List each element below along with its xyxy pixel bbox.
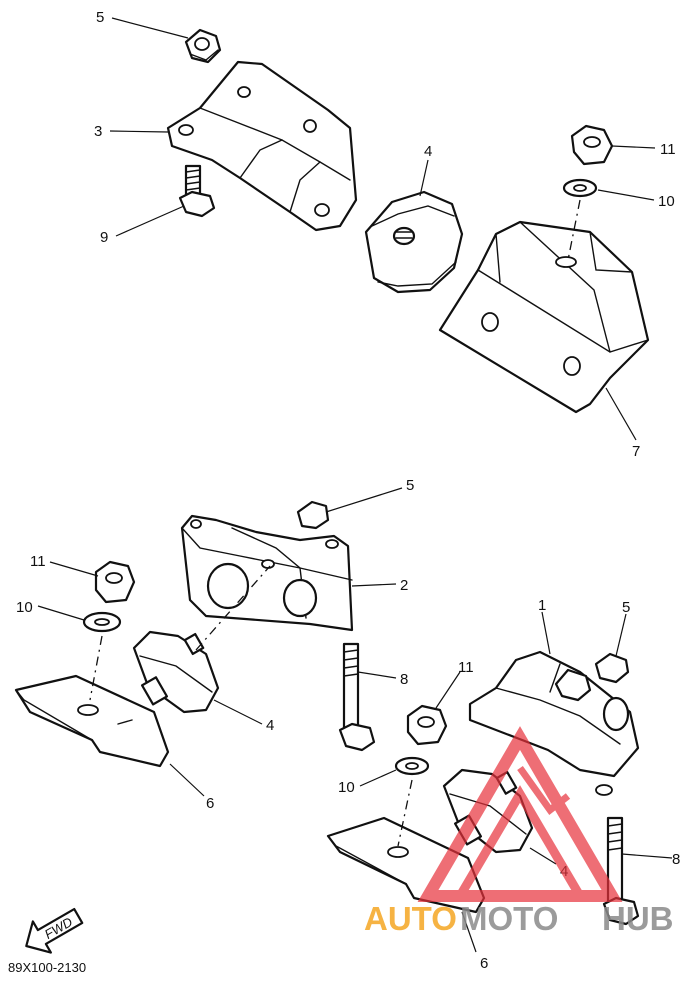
callout-10-left: 10 bbox=[16, 599, 33, 616]
bracket-part-7 bbox=[438, 220, 650, 414]
callout-11-top: 11 bbox=[660, 141, 676, 158]
callout-3: 3 bbox=[94, 123, 102, 140]
diagram-code: 89X100-2130 bbox=[8, 960, 86, 975]
bolt-part-8-right bbox=[602, 816, 640, 926]
watermark-text-hub: HUB bbox=[602, 900, 674, 937]
callout-5-middle: 5 bbox=[406, 477, 414, 494]
callout-4-left: 4 bbox=[266, 717, 274, 734]
callout-8-left: 8 bbox=[400, 671, 408, 688]
bracket-part-2 bbox=[180, 514, 354, 632]
bolt-part-8-left bbox=[338, 642, 376, 752]
plate-part-6-bottom bbox=[326, 816, 486, 914]
nut-part-5-middle bbox=[296, 500, 330, 530]
callout-8-right: 8 bbox=[672, 851, 680, 868]
plate-part-6-left bbox=[14, 674, 170, 768]
callout-leaders bbox=[37, 17, 673, 953]
callout-10-top: 10 bbox=[658, 193, 675, 210]
callout-11-bottom: 11 bbox=[458, 659, 474, 676]
assembly-lines bbox=[89, 199, 581, 847]
engine-mount-part-4-top bbox=[364, 190, 464, 294]
callout-11-left: 11 bbox=[30, 553, 46, 570]
callout-5-top: 5 bbox=[96, 9, 104, 26]
forward-arrow-icon: FWD bbox=[25, 907, 84, 954]
callout-4-top: 4 bbox=[424, 143, 432, 160]
callout-6-left: 6 bbox=[206, 795, 214, 812]
washer-part-10-left bbox=[82, 611, 122, 633]
bracket-part-3 bbox=[166, 60, 358, 232]
callout-1: 1 bbox=[538, 597, 546, 614]
washer-part-10-bottom bbox=[394, 756, 430, 776]
bracket-part-1 bbox=[468, 650, 640, 796]
nut-part-5-top bbox=[184, 28, 222, 64]
watermark-text-auto: AUTO bbox=[364, 900, 457, 937]
bolt-part-9 bbox=[178, 164, 216, 218]
watermark-logo: AUTO MOTO HUB bbox=[364, 726, 674, 937]
watermark-triangle-icon bbox=[417, 726, 623, 902]
callout-10-bottom: 10 bbox=[338, 779, 355, 796]
washer-part-10-top bbox=[562, 178, 598, 198]
callout-2: 2 bbox=[400, 577, 408, 594]
callout-9: 9 bbox=[100, 229, 108, 246]
callout-5-right: 5 bbox=[622, 599, 630, 616]
watermark-text-moto: MOTO bbox=[460, 900, 558, 937]
nut-part-11-left bbox=[94, 560, 136, 604]
engine-mount-part-4-left bbox=[132, 630, 220, 714]
callout-6-bottom: 6 bbox=[480, 955, 488, 972]
nut-part-5-right bbox=[594, 652, 630, 684]
nut-part-11-bottom bbox=[406, 704, 448, 746]
callout-7: 7 bbox=[632, 443, 640, 460]
nut-part-11-top bbox=[570, 124, 614, 166]
